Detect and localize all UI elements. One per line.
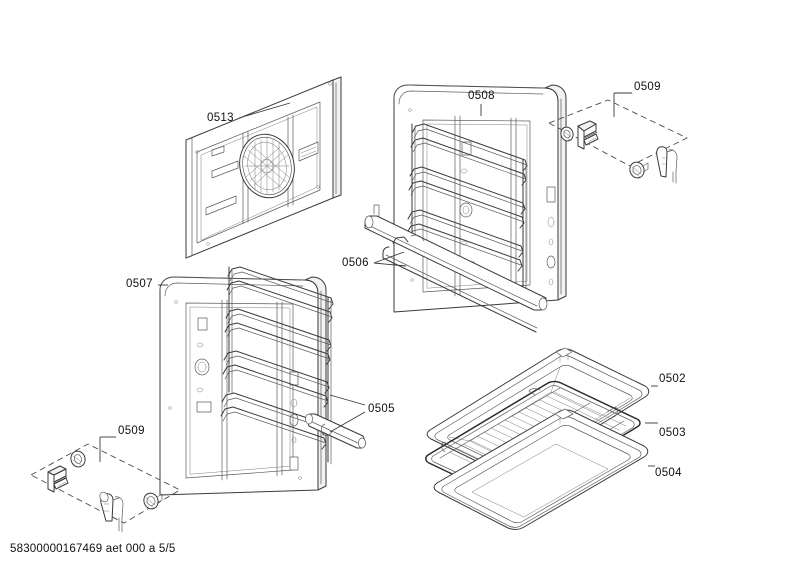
footer-document-code: 58300000167469 aet 000 a 5/5 xyxy=(10,543,176,555)
label-0505: 0505 xyxy=(368,403,395,415)
label-0503: 0503 xyxy=(659,427,686,439)
fan-grille-hatch xyxy=(243,137,291,195)
label-0509-bottom: 0509 xyxy=(118,425,145,437)
part-0504-shallow-tray: 0504 xyxy=(433,408,682,530)
clip-spring-hook-d xyxy=(656,146,678,184)
clip-nut-c xyxy=(629,161,649,179)
part-0509-clip-kit-top: 0509 xyxy=(548,81,688,184)
label-0502: 0502 xyxy=(659,373,686,385)
clip-grommet-b2 xyxy=(70,450,86,468)
part-0502-deep-pan: 0502 xyxy=(426,347,686,477)
clip-bracket-a xyxy=(577,120,599,150)
clip-spring-hook-d2 xyxy=(99,491,124,533)
label-0508: 0508 xyxy=(468,90,495,102)
label-0504: 0504 xyxy=(655,467,682,479)
clip-nut-c2 xyxy=(143,492,163,510)
label-0513: 0513 xyxy=(207,112,234,124)
part-0513-rear-fan-panel: 0513 xyxy=(185,76,342,259)
clip-bracket-a2 xyxy=(47,465,69,493)
clip-grommet-b xyxy=(560,126,574,142)
part-0509-clip-kit-bottom: 0509 xyxy=(30,425,181,533)
label-0509-top: 0509 xyxy=(634,81,661,93)
part-0506-lower-rod: 0506 xyxy=(342,204,548,333)
label-0507: 0507 xyxy=(126,278,153,290)
part-0505-shelf-rails: 0505 xyxy=(220,266,395,465)
label-0506: 0506 xyxy=(342,257,369,269)
